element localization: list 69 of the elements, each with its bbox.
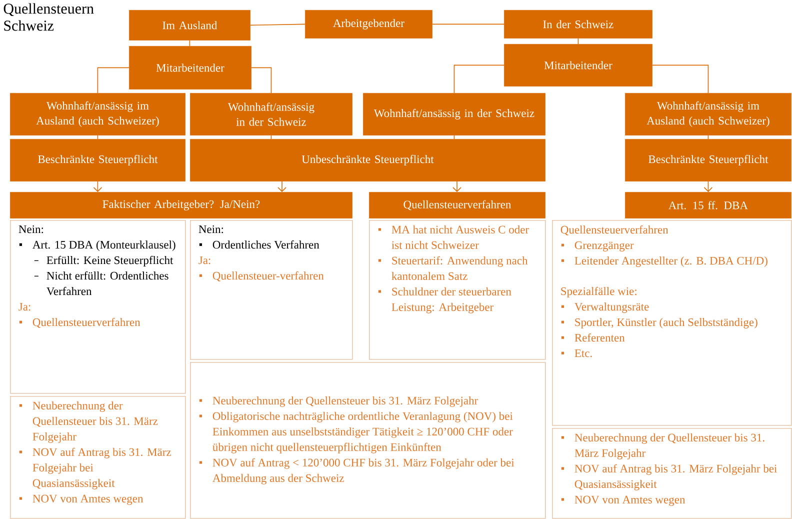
process-box: Wohnhaft/ansässig im Ausland (auch Schweizer): [10, 93, 186, 136]
dash-item: Nicht erfüllt: Ordentliches Verfahren: [34, 271, 168, 296]
process-box: In der Schweiz: [504, 10, 652, 38]
process-box: Im Ausland: [129, 10, 250, 40]
bullet-item: Steuertarif: Anwendung nach kantonalem Satz: [378, 256, 528, 280]
process-box: Beschränkte Steuerpflicht: [10, 139, 186, 182]
process-box: Faktischer Arbeitgeber? Ja/Nein?: [10, 192, 352, 218]
title: Quellensteuern Schweiz: [4, 3, 94, 31]
process-box: Wohnhaft/ansässig in der Schweiz: [363, 93, 546, 136]
bullet-item: Neuberechnung der Quellensteuer bis 31. März Folgejahr: [561, 433, 764, 460]
item-heading: Spezialfälle wie:: [561, 286, 636, 298]
connector-line: [454, 64, 504, 94]
connector-line: [432, 24, 504, 25]
arrow: [452, 181, 462, 192]
bullet-item: Verwaltungsräte: [561, 302, 649, 313]
connector-line: [251, 67, 272, 94]
info-box: [552, 220, 792, 426]
bullet-item: Grenzgänger: [561, 241, 634, 252]
item-heading: Nein:: [198, 225, 224, 234]
arrow: [93, 181, 102, 192]
info-box: [369, 220, 546, 360]
process-box: Mitarbeitender: [129, 46, 252, 90]
item-heading: Ja:: [198, 256, 210, 264]
bullet-item: Quellensteuerverfahren: [19, 318, 140, 328]
bullet-item: Art. 15 DBA (Monteurklausel): [19, 240, 176, 251]
bullet-item: MA hat nicht Ausweis C oder ist nicht Schweizer: [378, 225, 529, 249]
arrow: [704, 181, 713, 192]
bullet-item: Referenten: [561, 333, 625, 342]
item-heading: Ja:: [18, 302, 30, 311]
process-box: Wohnhaft/ansässig im Ausland (auch Schweizer): [625, 93, 792, 136]
connector-line: [708, 135, 709, 140]
bullet-item: Sportler, Künstler (auch Selbstständige): [561, 318, 758, 328]
info-box: [10, 220, 186, 394]
connector-line: [250, 24, 306, 26]
bullet-item: Leitender Angestellter (z. B. DBA CH/D): [561, 256, 768, 267]
bullet-item: NOV auf Antrag bis 31. März Folgejahr bei Quasiansässigkeit: [561, 464, 777, 490]
connector-line: [97, 67, 130, 94]
info-box: [190, 362, 546, 519]
process-box: Beschränkte Steuerpflicht: [625, 139, 792, 182]
item-heading: Nein:: [18, 225, 44, 234]
info-box: [190, 220, 353, 360]
bullet-item: Etc.: [561, 349, 592, 358]
info-box: [552, 428, 792, 519]
process-box: Quellensteuerverfahren: [369, 192, 546, 218]
arrow: [278, 181, 286, 192]
bullet-item: NOV auf Antrag bis 31. März Folgejahr bei Quasiansässigkeit: [19, 448, 171, 490]
item-heading: Quellensteuerverfahren: [560, 225, 668, 236]
bullet-item: Schuldner der steuerbaren Leistung: Arbeitgeber: [378, 287, 512, 314]
process-box: Wohnhaft/ansässig in der Schweiz: [190, 93, 352, 136]
process-box: Mitarbeitender: [504, 44, 652, 86]
connector-line: [189, 40, 190, 46]
process-box: Unbeschränkte Steuerpflicht: [190, 139, 546, 182]
bullet-item: Obligatorische nachträgliche ordentliche Veranlagung (NOV) bei Einkommen aus unselbstständiger Tätigkeit ≥ 120’000 CHF oder übrigen nicht quellensteuerpflichtigen Einkünften: [199, 412, 513, 454]
bullet-item: NOV von Amtes wegen: [561, 496, 686, 506]
bullet-item: NOV von Amtes wegen: [19, 494, 144, 505]
connector-line: [97, 135, 98, 140]
bullet-item: Quellensteuer-verfahren: [199, 271, 324, 282]
connector-line: [270, 135, 272, 140]
bullet-item: Ordentliches Verfahren: [199, 240, 320, 249]
bullet-item: Neuberechnung der Quellensteuer bis 31. März Folgejahr: [19, 401, 158, 443]
dash-item: Erfüllt: Keine Steuerpflicht: [34, 256, 174, 266]
bullet-item: Neuberechnung der Quellensteuer bis 31. März Folgejahr: [199, 396, 478, 407]
connector-line: [652, 64, 709, 94]
bullet-item: NOV auf Antrag < 120’000 CHF bis 31. März Folgejahr oder bei Abmeldung aus der Schweiz: [199, 458, 514, 484]
process-box: Arbeitgebender: [305, 10, 432, 38]
connector-line: [578, 38, 579, 44]
info-box: [10, 396, 186, 519]
process-box: Art. 15 ff. DBA: [625, 192, 792, 218]
connector-line: [454, 135, 455, 140]
